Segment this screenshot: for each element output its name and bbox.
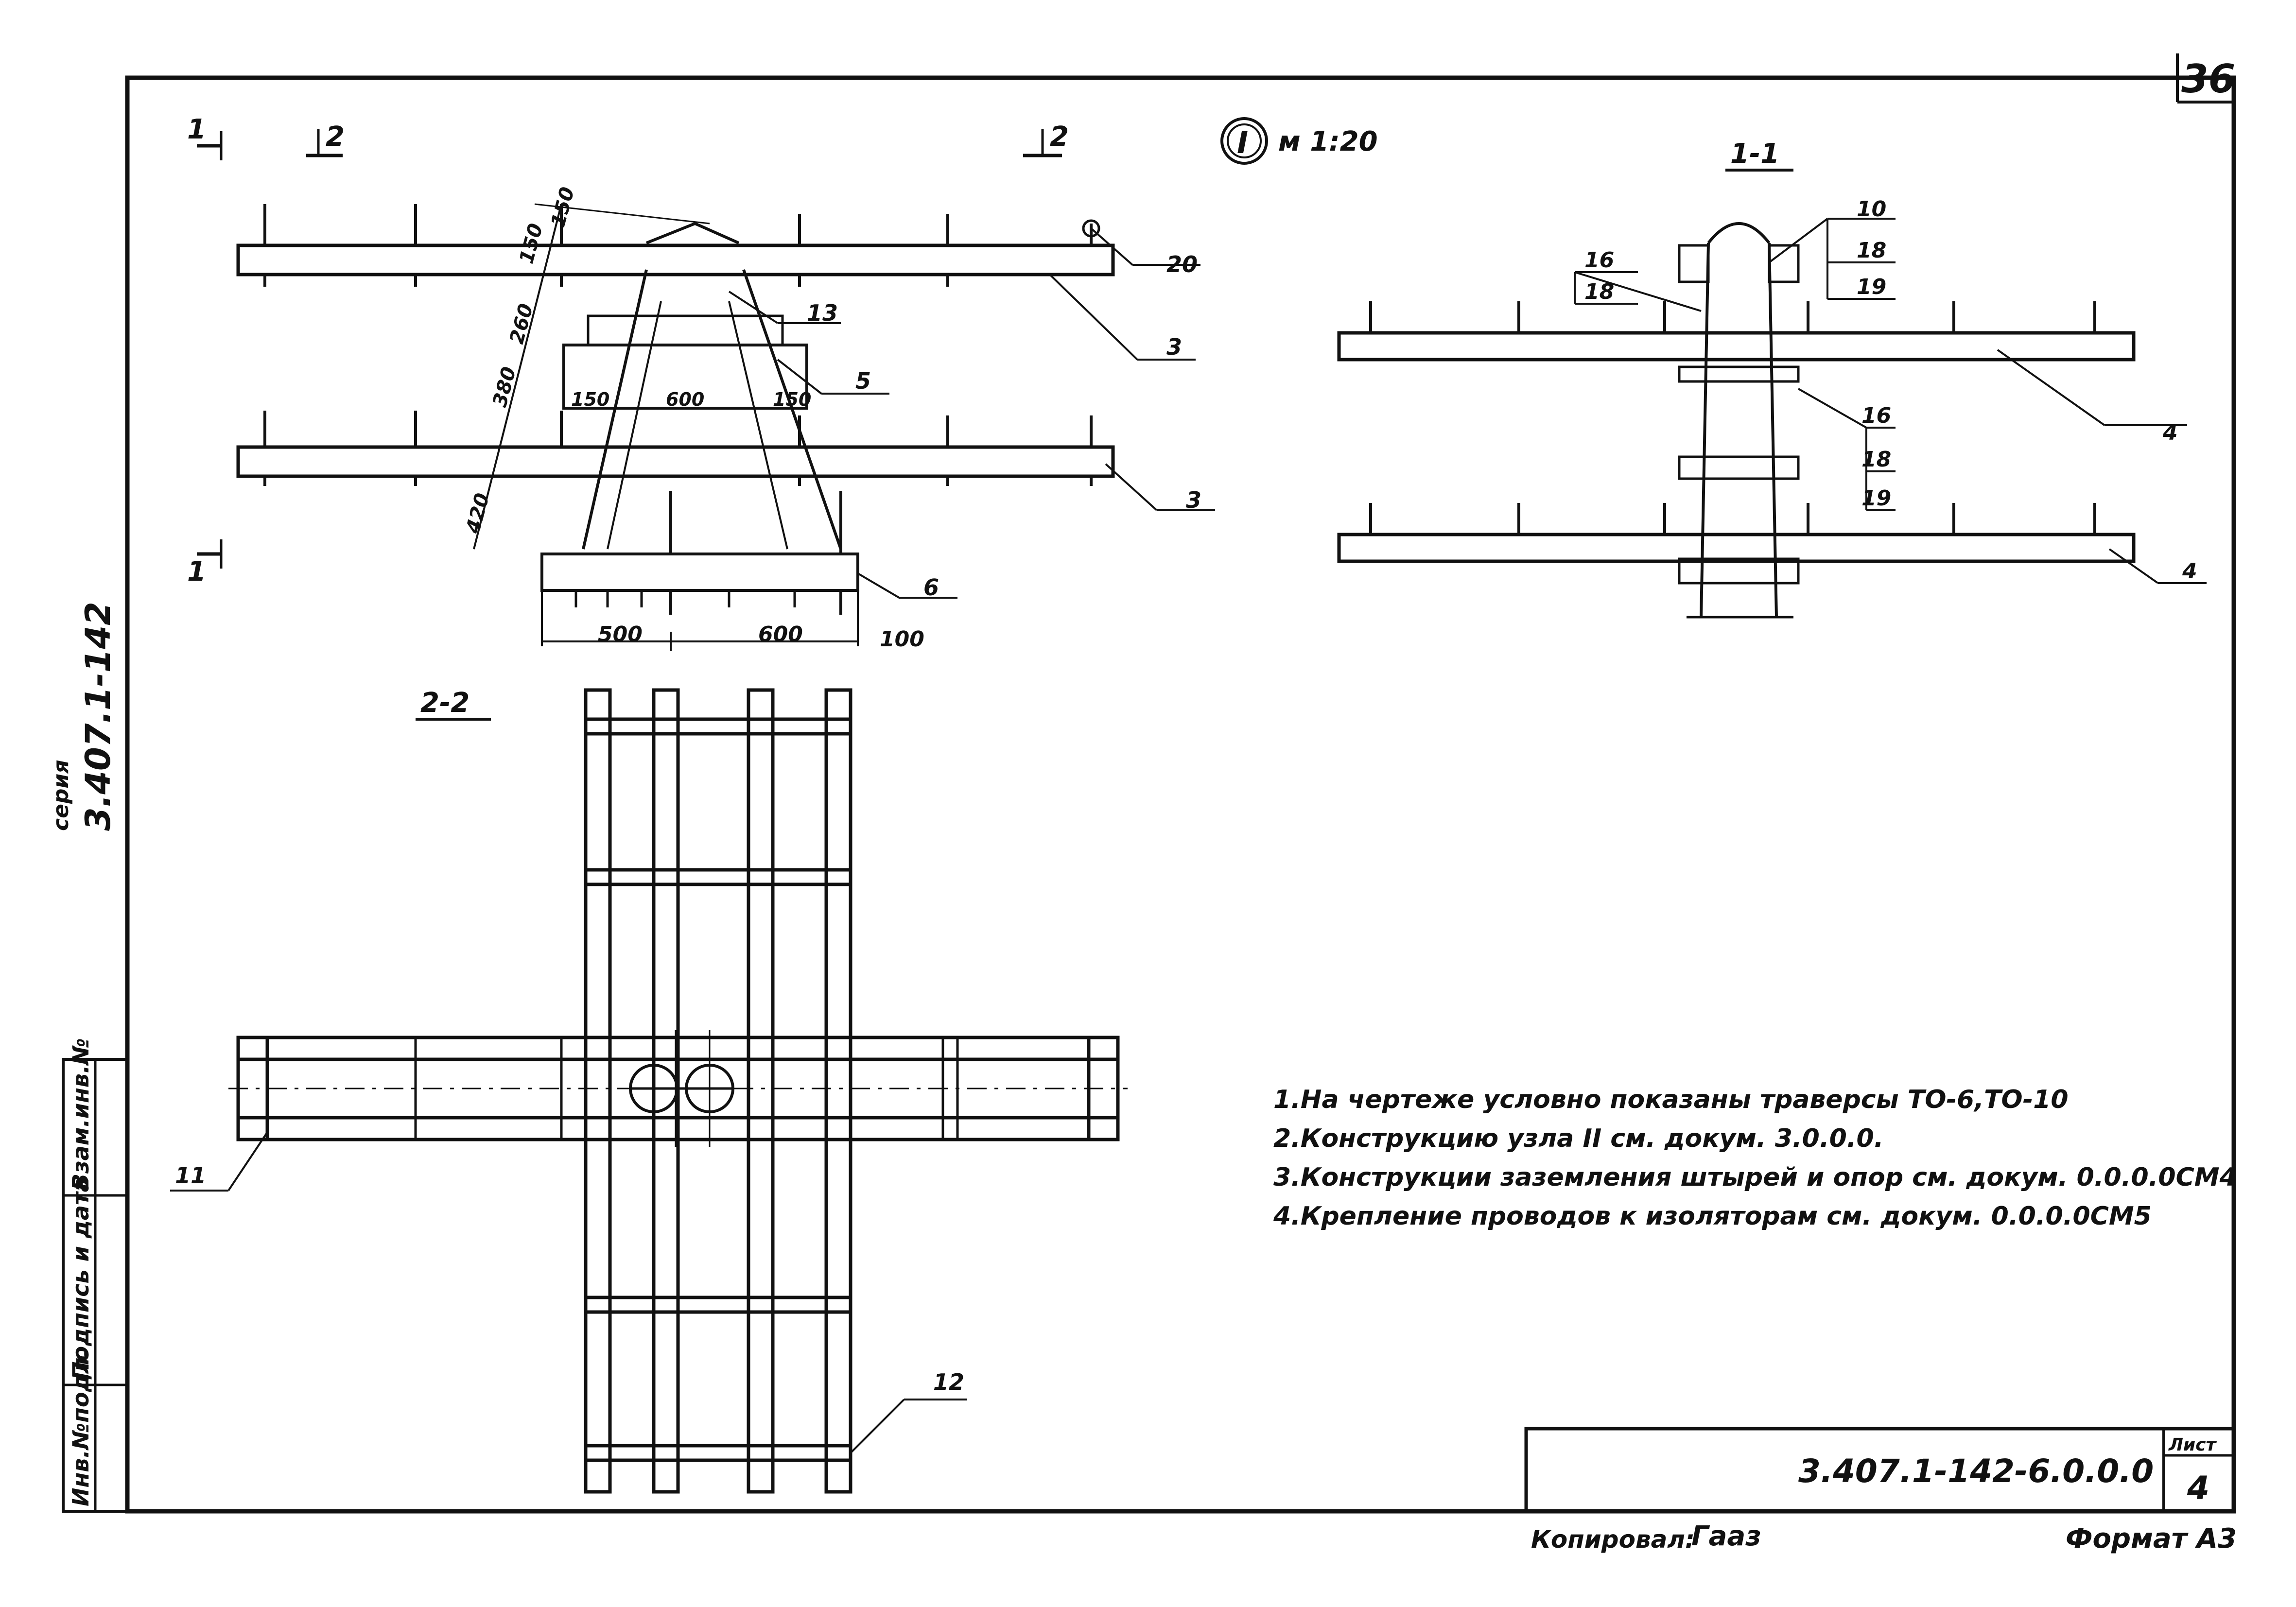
copied-by: Копировал: (1531, 1525, 1695, 1554)
dim-420: 420 (462, 491, 494, 536)
section-2-2 (170, 688, 1128, 1494)
note-3: 3.Конструкции заземления штырей и опор с… (1273, 1163, 2237, 1192)
cut-2-right-label: 2 (1050, 121, 1069, 153)
callout-13: 13 (807, 300, 838, 326)
dim-600-mid: 600 (666, 389, 704, 410)
note-1: 1.На чертеже условно показаны траверсы Т… (1273, 1085, 2069, 1114)
note-4: 4.Крепление проводов к изоляторам см. до… (1273, 1202, 2152, 1231)
s22-callout-12: 12 (933, 1369, 964, 1395)
dim-500: 500 (598, 622, 643, 647)
s11-callout-10: 10 (1857, 197, 1886, 222)
node-mark-label: I (1237, 125, 1248, 160)
s11-callout-19-mid: 19 (1861, 486, 1891, 511)
section-1-1 (1337, 169, 2207, 619)
side-stamp (62, 1058, 129, 1513)
stamp-replace-label: Взам.инв.№ (68, 1038, 94, 1191)
title-block (1524, 1427, 2236, 1513)
dim-150-top: 150 (547, 185, 579, 230)
stamp-inv-label: Инв.№подл. (68, 1349, 94, 1506)
dim-260: 260 (505, 301, 538, 346)
dim-150-small: 150 (515, 221, 547, 266)
section-2-2-title: 2-2 (420, 687, 470, 719)
sheet-frame (125, 53, 2236, 1514)
s11-callout-18-left: 18 (1584, 279, 1614, 304)
main-view (197, 129, 1215, 651)
s22-callout-11: 11 (175, 1162, 206, 1189)
sheet-format: Формат А3 (2066, 1523, 2237, 1555)
series-code: 3.407.1-142 (78, 602, 118, 831)
callout-6: 6 (923, 574, 939, 601)
dim-600-bottom: 600 (758, 622, 803, 647)
dim-150-right: 150 (773, 389, 811, 410)
s11-callout-4-upper: 4 (2162, 420, 2178, 445)
cut-2-left-label: 2 (326, 121, 345, 153)
callout-3-lower: 3 (1186, 487, 1201, 513)
s11-callout-18-top: 18 (1857, 238, 1886, 263)
sheet-number: 4 (2187, 1469, 2209, 1507)
callout-20: 20 (1166, 251, 1198, 277)
dim-100: 100 (880, 627, 924, 652)
section-1-1-title: 1-1 (1730, 138, 1779, 170)
callout-5: 5 (855, 368, 871, 394)
scale-label: м 1:20 (1278, 126, 1378, 157)
s11-callout-4-lower: 4 (2182, 559, 2197, 584)
s11-callout-19-top: 19 (1857, 275, 1886, 299)
node-mark (1220, 117, 1268, 165)
dim-380: 380 (488, 364, 521, 410)
s11-callout-16-mid: 16 (1861, 403, 1891, 428)
note-2: 2.Конструкцию узла II см. докум. 3.0.0.0… (1273, 1124, 1884, 1153)
dim-150-left: 150 (571, 389, 609, 410)
s11-callout-18-mid: 18 (1861, 447, 1891, 472)
s11-callout-16-top: 16 (1584, 248, 1614, 273)
signature: Гааз (1691, 1521, 1761, 1552)
callout-3-upper: 3 (1166, 334, 1182, 360)
doc-code: 3.407.1-142-6.0.0.0 (1798, 1452, 2154, 1490)
cut-1-bottom-label: 1 (187, 556, 206, 588)
page-number: 36 (2181, 56, 2235, 102)
series-label: серия (49, 760, 73, 831)
stamp-sign-label: Подпись и дата (68, 1177, 94, 1380)
sheet-label: Лист (2168, 1435, 2217, 1455)
cut-1-top-label: 1 (187, 114, 206, 145)
